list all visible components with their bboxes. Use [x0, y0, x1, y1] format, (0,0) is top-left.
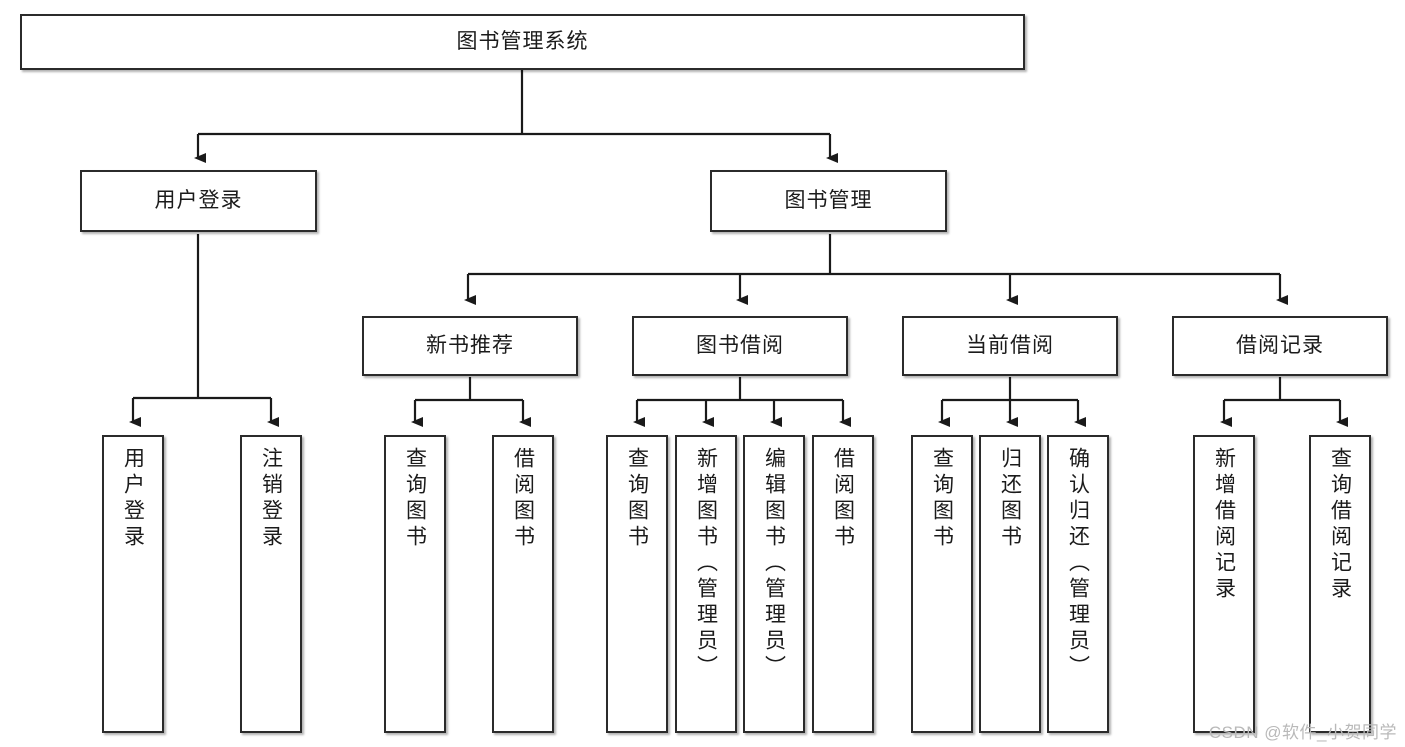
node-root-system-label: 图书管理系统: [456, 30, 589, 54]
node-new-book-recommend[interactable]: 新书推荐: [362, 316, 578, 376]
node-book-borrow-label: 图书借阅: [696, 334, 784, 358]
node-leaf-logout-login-label: 注销登录: [259, 447, 283, 551]
csdn-watermark: CSDN @软件_小贺同学: [1208, 723, 1397, 742]
node-leaf-borrow-book-1[interactable]: 借阅图书: [492, 435, 554, 733]
node-leaf-return-book[interactable]: 归还图书: [979, 435, 1041, 733]
node-leaf-add-book-label: 新增图书（管理员）: [694, 447, 718, 681]
node-leaf-borrow-book-2-label: 借阅图书: [831, 447, 855, 551]
node-current-borrow[interactable]: 当前借阅: [902, 316, 1118, 376]
node-leaf-query-borrow-record[interactable]: 查询借阅记录: [1309, 435, 1371, 733]
node-new-book-recommend-label: 新书推荐: [426, 334, 514, 358]
node-leaf-edit-book-label: 编辑图书（管理员）: [762, 447, 786, 681]
node-leaf-logout-login[interactable]: 注销登录: [240, 435, 302, 733]
node-root-system[interactable]: 图书管理系统: [20, 14, 1025, 70]
node-current-borrow-label: 当前借阅: [966, 334, 1054, 358]
node-leaf-query-book-2-label: 查询图书: [625, 447, 649, 551]
node-leaf-return-book-label: 归还图书: [998, 447, 1022, 551]
node-leaf-confirm-return-label: 确认归还（管理员）: [1066, 447, 1090, 681]
node-leaf-edit-book[interactable]: 编辑图书（管理员）: [743, 435, 805, 733]
node-book-borrow[interactable]: 图书借阅: [632, 316, 848, 376]
node-leaf-query-book-3[interactable]: 查询图书: [911, 435, 973, 733]
node-leaf-query-book-2[interactable]: 查询图书: [606, 435, 668, 733]
node-borrow-record[interactable]: 借阅记录: [1172, 316, 1388, 376]
node-leaf-user-login[interactable]: 用户登录: [102, 435, 164, 733]
node-leaf-borrow-book-1-label: 借阅图书: [511, 447, 535, 551]
node-user-login[interactable]: 用户登录: [80, 170, 317, 232]
node-leaf-add-book[interactable]: 新增图书（管理员）: [675, 435, 737, 733]
node-leaf-confirm-return[interactable]: 确认归还（管理员）: [1047, 435, 1109, 733]
node-book-manage-label: 图书管理: [784, 189, 873, 213]
node-leaf-borrow-book-2[interactable]: 借阅图书: [812, 435, 874, 733]
node-leaf-query-borrow-record-label: 查询借阅记录: [1328, 447, 1352, 603]
node-borrow-record-label: 借阅记录: [1236, 334, 1324, 358]
node-leaf-add-borrow-record[interactable]: 新增借阅记录: [1193, 435, 1255, 733]
node-leaf-query-book-1-label: 查询图书: [403, 447, 427, 551]
node-leaf-query-book-3-label: 查询图书: [930, 447, 954, 551]
node-leaf-query-book-1[interactable]: 查询图书: [384, 435, 446, 733]
node-book-manage[interactable]: 图书管理: [710, 170, 947, 232]
node-leaf-add-borrow-record-label: 新增借阅记录: [1212, 447, 1236, 603]
node-leaf-user-login-label: 用户登录: [121, 447, 145, 551]
node-user-login-label: 用户登录: [154, 189, 243, 213]
